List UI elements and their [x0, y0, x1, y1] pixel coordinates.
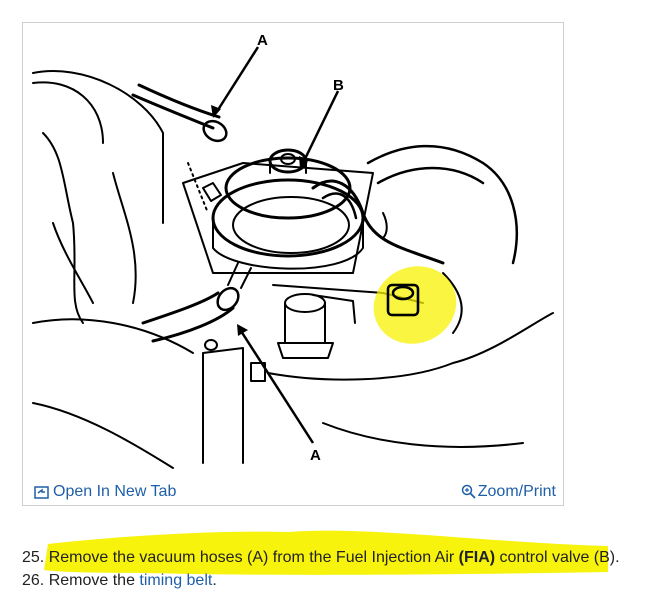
open-in-new-tab-link[interactable]: Open In New Tab — [34, 479, 176, 505]
timing-belt-link[interactable]: timing belt — [139, 572, 213, 589]
step-number: 25. — [22, 549, 45, 566]
label-a-bottom: A — [310, 447, 321, 464]
step-26: 26. Remove the timing belt. — [22, 571, 642, 591]
image-viewer: A B A Open In New Tab Zoom/Print — [22, 22, 564, 506]
fia-term: Fuel Injection Air — [335, 549, 459, 566]
zoom-print-link[interactable]: Zoom/Print — [461, 479, 556, 505]
step-number: 26. — [22, 572, 45, 589]
step-text: Remove the — [44, 572, 140, 589]
step-text-end: . — [212, 572, 217, 589]
label-b: B — [333, 77, 344, 94]
step-25: 25. Remove the vacuum hoses (A) from the… — [22, 548, 642, 568]
zoom-print-label: Zoom/Print — [477, 483, 556, 500]
open-in-new-tab-label: Open In New Tab — [53, 483, 177, 500]
open-tab-icon — [34, 485, 49, 499]
fia-abbreviation: (FIA) — [458, 549, 496, 566]
step-text: Remove the vacuum hoses (A) from the — [44, 549, 336, 566]
fia-valve-diagram: A B A — [32, 32, 554, 469]
text-highlight — [44, 530, 608, 575]
image-toolbar: Open In New Tab Zoom/Print — [23, 479, 563, 505]
label-a-top: A — [257, 32, 268, 49]
step-text-end: control valve (B). — [495, 549, 620, 566]
magnifier-icon — [461, 484, 476, 499]
